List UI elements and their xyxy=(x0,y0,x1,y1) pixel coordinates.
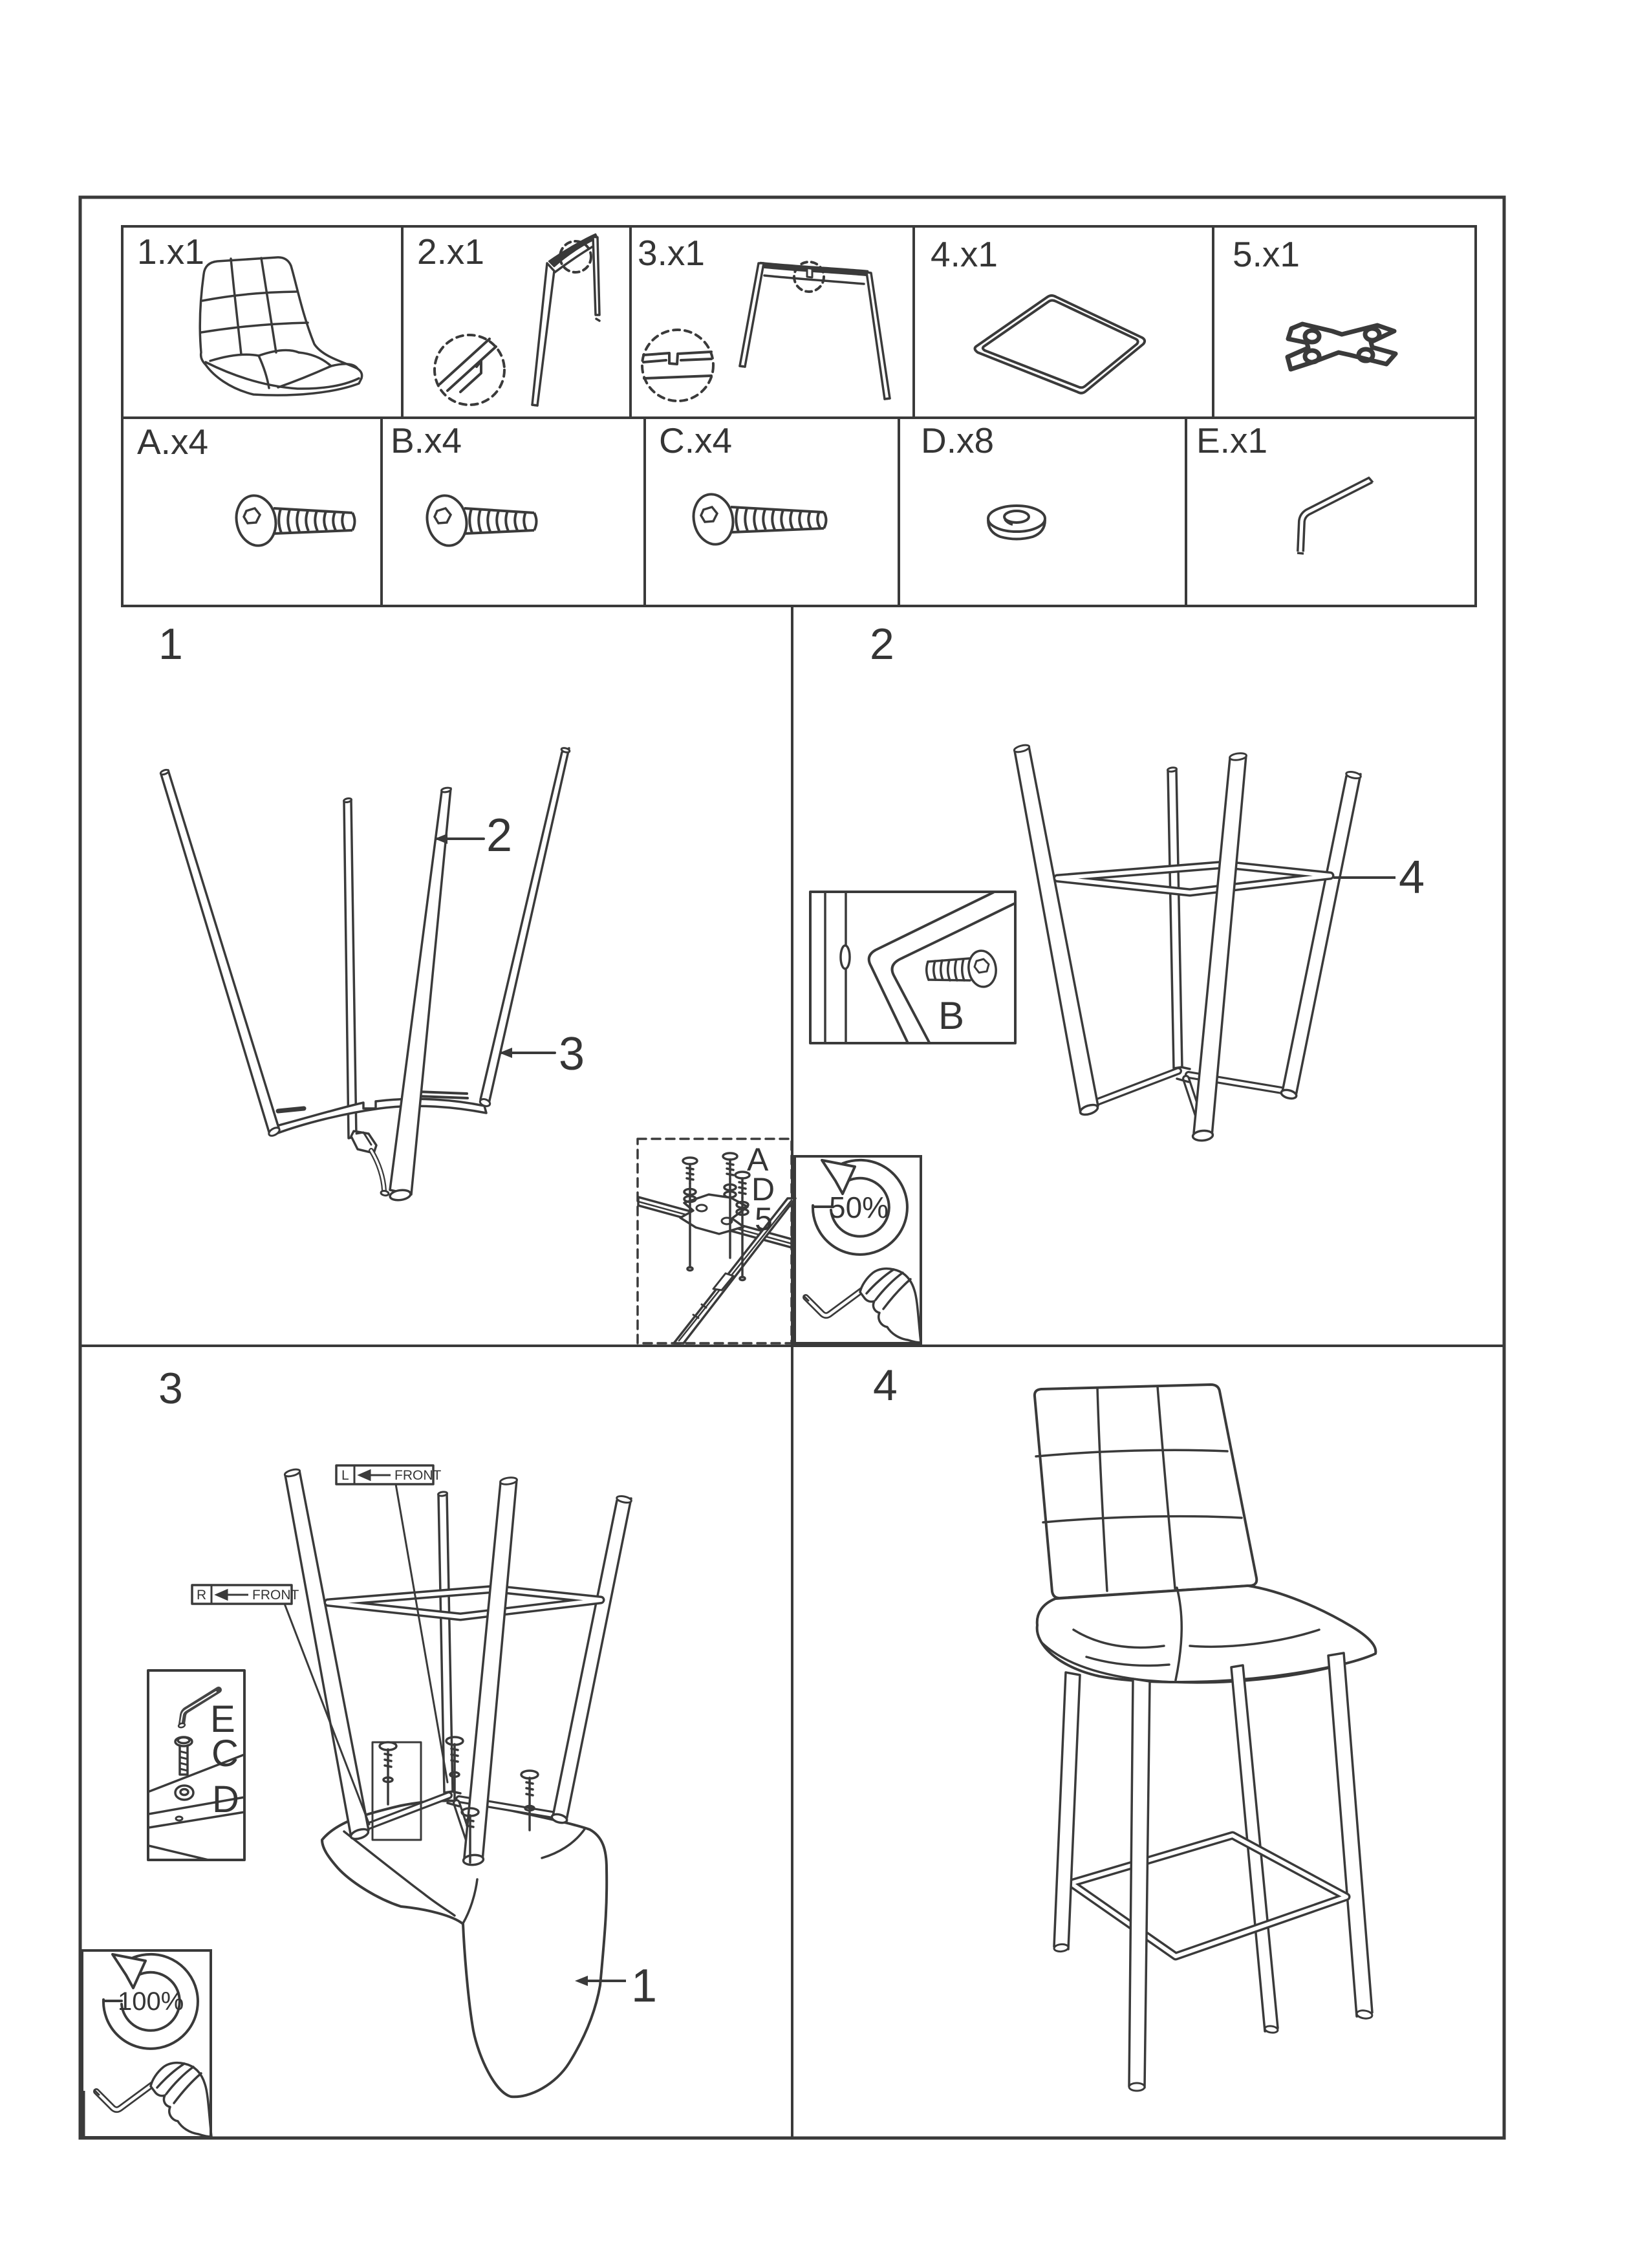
svg-text:2: 2 xyxy=(870,620,894,669)
svg-text:100%: 100% xyxy=(118,1987,184,2016)
svg-text:E.x1: E.x1 xyxy=(1196,420,1267,460)
svg-text:4: 4 xyxy=(873,1361,898,1410)
svg-text:D.x8: D.x8 xyxy=(921,420,994,460)
svg-text:1: 1 xyxy=(158,620,183,669)
svg-text:1: 1 xyxy=(631,1960,657,2012)
svg-text:R: R xyxy=(197,1588,206,1603)
svg-text:FRONT: FRONT xyxy=(394,1468,441,1483)
svg-text:D: D xyxy=(212,1778,239,1820)
svg-text:B.x4: B.x4 xyxy=(391,420,462,460)
svg-text:A.x4: A.x4 xyxy=(137,422,208,462)
svg-text:C.x4: C.x4 xyxy=(659,420,732,460)
svg-text:A: A xyxy=(747,1141,769,1178)
svg-text:FRONT: FRONT xyxy=(252,1588,299,1603)
svg-text:3: 3 xyxy=(559,1028,585,1080)
svg-text:C: C xyxy=(211,1733,239,1775)
svg-text:4.x1: 4.x1 xyxy=(931,234,998,274)
svg-text:4: 4 xyxy=(1399,852,1425,903)
svg-text:2.x1: 2.x1 xyxy=(417,232,484,272)
svg-text:5.x1: 5.x1 xyxy=(1233,234,1300,274)
svg-text:3.x1: 3.x1 xyxy=(638,233,705,273)
svg-text:B: B xyxy=(938,994,964,1037)
svg-text:2: 2 xyxy=(486,810,512,861)
svg-text:E: E xyxy=(210,1698,235,1740)
svg-text:L: L xyxy=(341,1468,349,1483)
svg-text:1.x1: 1.x1 xyxy=(137,232,204,272)
svg-text:50%: 50% xyxy=(829,1191,889,1224)
svg-text:D: D xyxy=(751,1171,775,1207)
svg-text:3: 3 xyxy=(158,1364,183,1413)
svg-text:5: 5 xyxy=(755,1201,773,1237)
